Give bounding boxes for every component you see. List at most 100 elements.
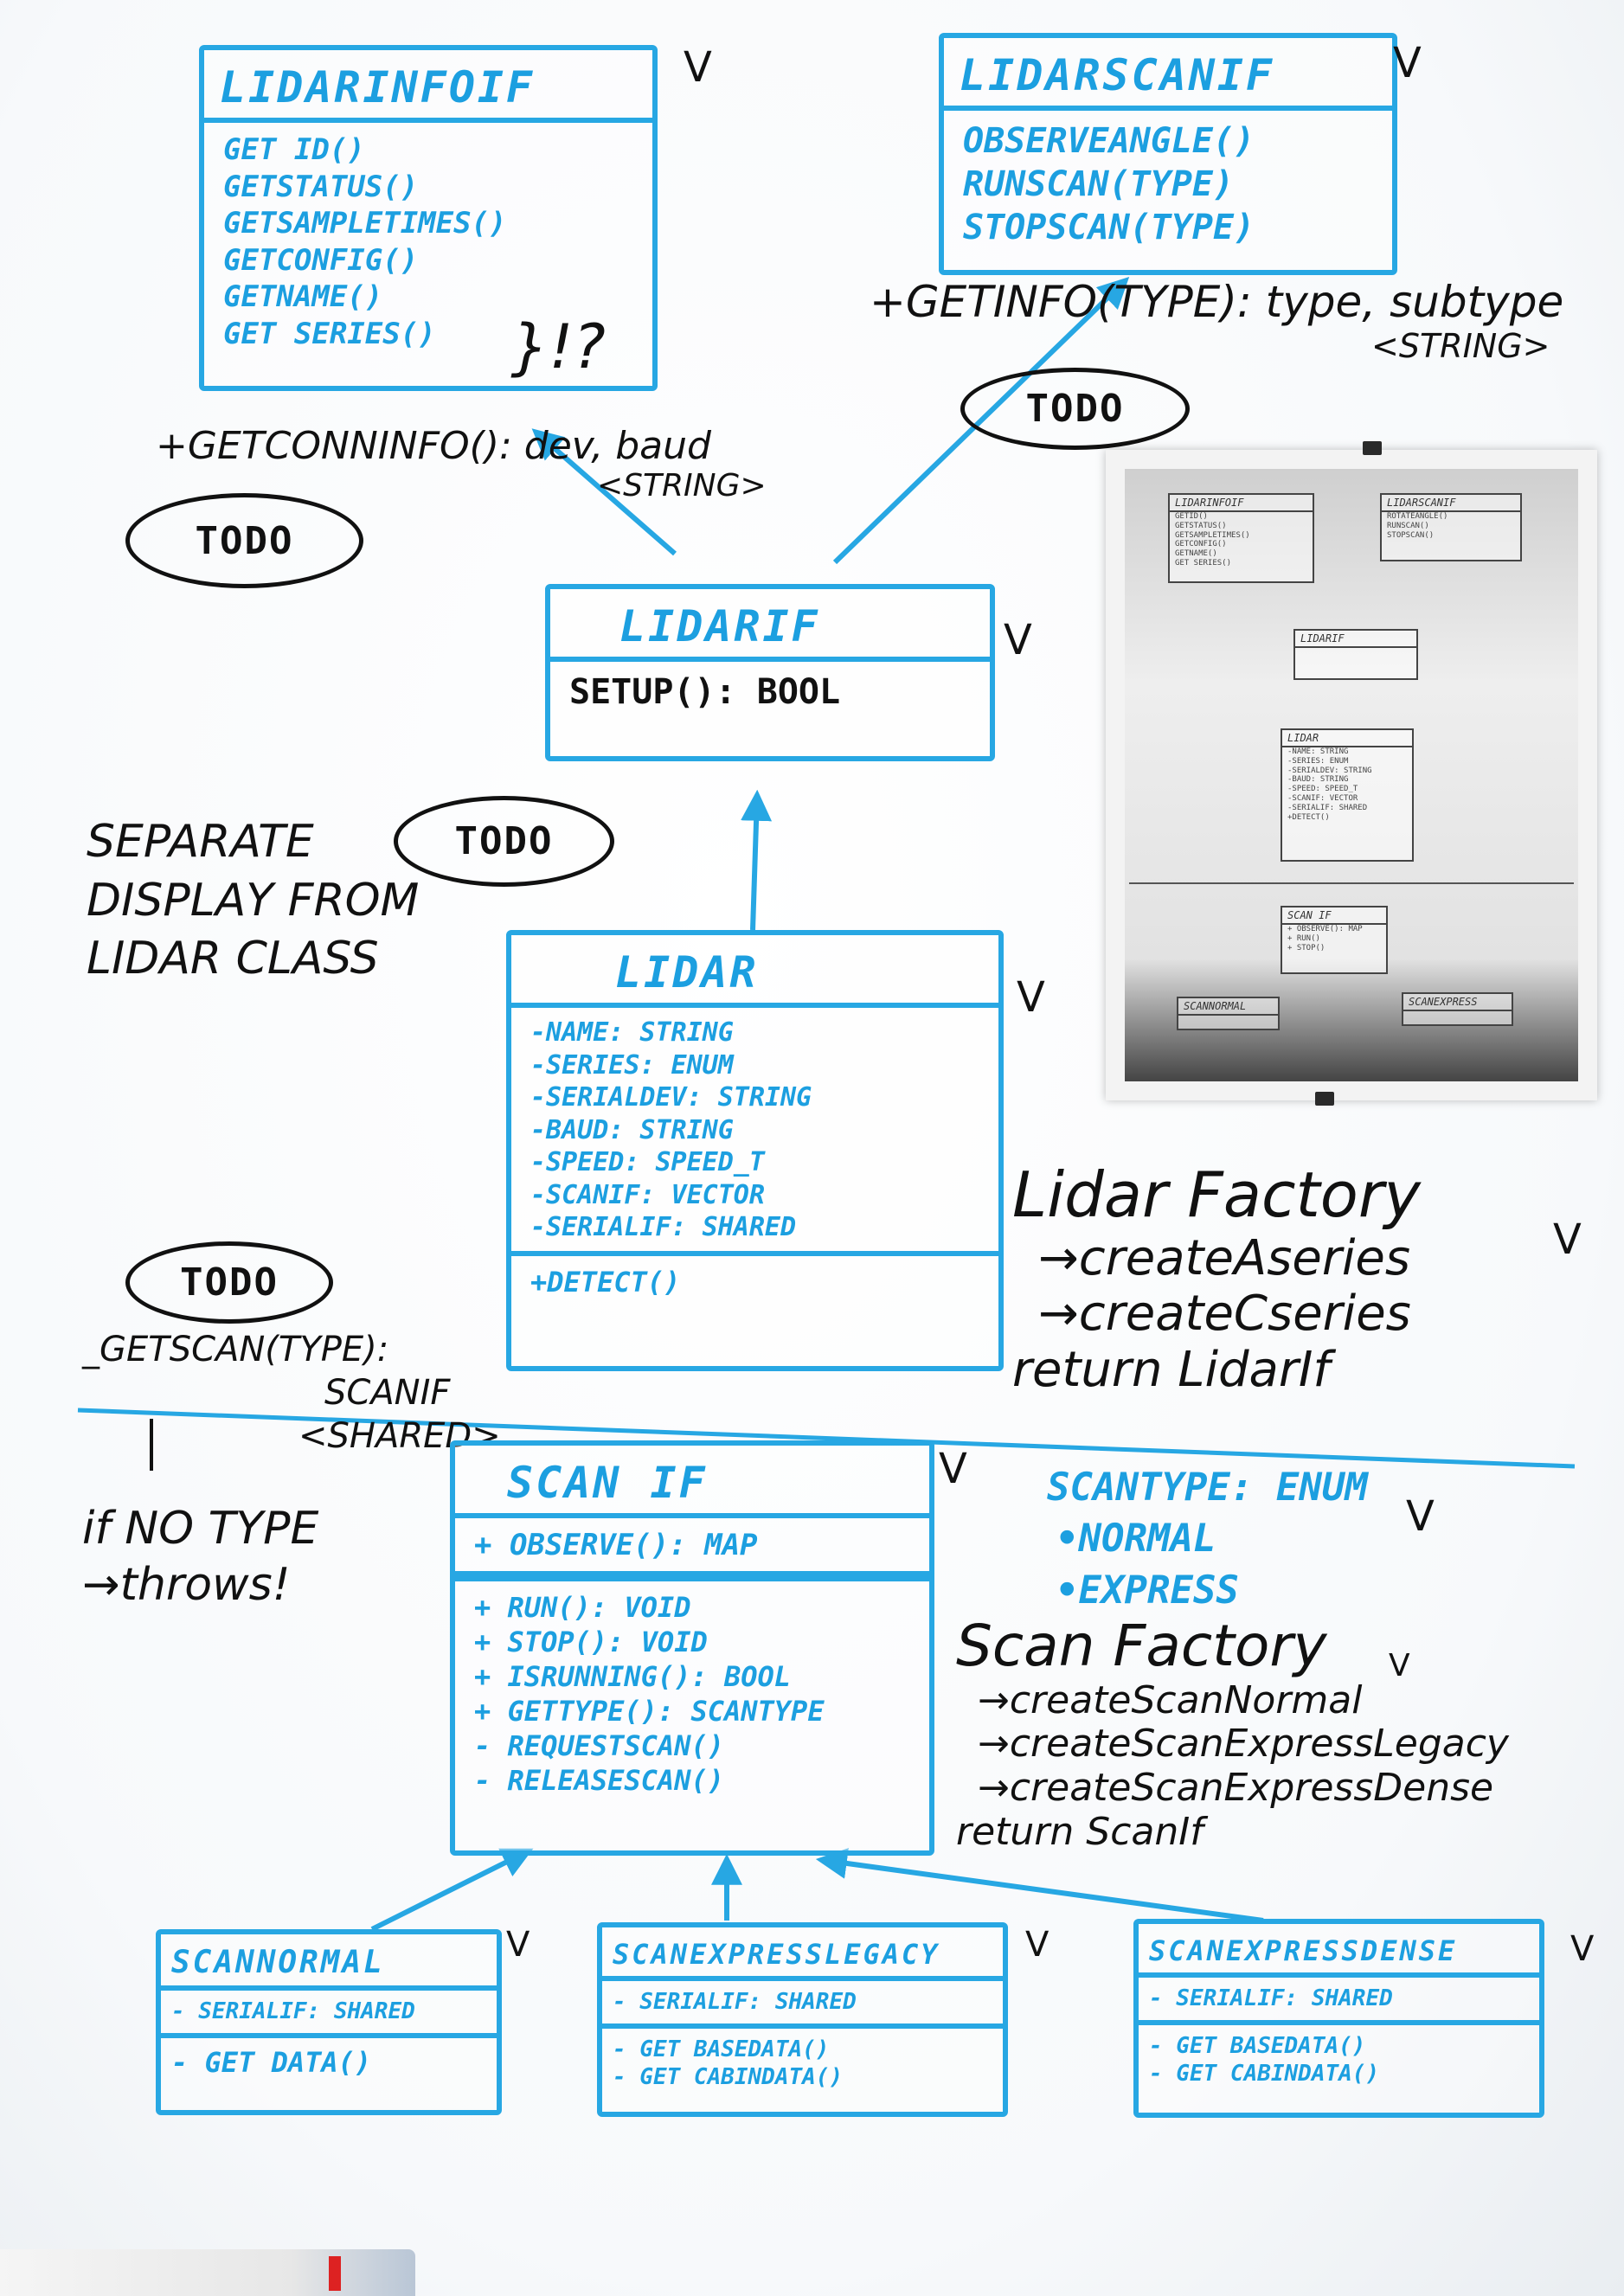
photo-mini-row: -SCANIF: VECTOR	[1287, 793, 1358, 803]
photo-mini-row: GETID()	[1175, 512, 1208, 521]
todo-bubble: TODO	[125, 1241, 333, 1324]
getinfo-note: +GETINFO(TYPE): type, subtype <STRING>	[870, 277, 1563, 365]
arrow-lidar-to-lidarif	[741, 789, 773, 931]
separate-line1: SEPARATE	[87, 816, 314, 868]
photo-mini-row: + STOP()	[1287, 943, 1326, 952]
photo-mini-row: -SPEED: SPEED_T	[1287, 785, 1358, 794]
scanexpresslegacy-method: - GET CABINDATA()	[613, 2064, 844, 2090]
lidarinfoif-method: GETNAME()	[223, 279, 383, 314]
separate-line3: LIDAR CLASS	[87, 933, 379, 985]
arrow-lidarif-to-lidarinfoif	[531, 428, 677, 556]
magnet	[1363, 441, 1382, 455]
scanexpresslegacy-box: SCANEXPRESSLEGACY - SERIALIF: SHARED - G…	[597, 1922, 1008, 2117]
magnet	[1315, 1092, 1334, 1106]
scantype-item: •NORMAL	[1056, 1517, 1216, 1562]
separate-line2: DISPLAY FROM	[87, 874, 420, 927]
check-mark: V	[1553, 1215, 1582, 1264]
lidarinfoif-method: GETSTATUS()	[223, 169, 419, 204]
photo-mini-row: GETSAMPLETIMES()	[1175, 530, 1250, 540]
photo-mini-title: SCANNORMAL	[1178, 998, 1278, 1016]
scanexpresslegacy-fields: - SERIALIF: SHARED	[602, 1981, 1003, 2023]
getscan-line3: <SHARED>	[298, 1416, 501, 1456]
lidar-field: -SCANIF: VECTOR	[530, 1179, 765, 1210]
scan-factory-title: Scan Factory	[956, 1613, 1327, 1679]
lidar-field: -SERIALIF: SHARED	[530, 1212, 797, 1242]
lidarinfoif-box: LIDARINFOIF GET ID() GETSTATUS() GETSAMP…	[199, 45, 658, 391]
photo-mini-row: -SERIES: ENUM	[1287, 756, 1349, 766]
getconninfo-line1: +GETCONNINFO(): dev, baud	[156, 424, 711, 468]
scan-factory-item: →createScanNormal	[978, 1677, 1363, 1722]
check-mark: V	[939, 1445, 967, 1493]
scanexpresslegacy-methods: - GET BASEDATA() - GET CABINDATA()	[602, 2023, 1003, 2099]
scanif-method: - RELEASESCAN()	[474, 1763, 724, 1797]
photo-mini-row: -SERIALDEV: STRING	[1287, 766, 1372, 775]
notype-note: if NO TYPE →throws!	[82, 1501, 318, 1613]
scanif-method: - REQUESTSCAN()	[474, 1728, 724, 1762]
photo-mini-row: ROTATEANGLE()	[1387, 512, 1448, 521]
photo-mini-row: +DETECT()	[1287, 812, 1330, 822]
photo-separator	[1129, 882, 1574, 884]
scannormal-fields: - SERIALIF: SHARED	[161, 1991, 497, 2033]
scanif-field: + OBSERVE(): MAP	[474, 1528, 758, 1562]
scanif-method: + ISRUNNING(): BOOL	[474, 1659, 792, 1693]
photo-mini-box: LIDARSCANIF ROTATEANGLE() RUNSCAN() STOP…	[1380, 493, 1522, 561]
scannormal-box: SCANNORMAL - SERIALIF: SHARED - GET DATA…	[156, 1929, 502, 2115]
getscan-line1: _GETSCAN(TYPE):	[82, 1330, 389, 1369]
lidar-factory-title: Lidar Factory	[1012, 1158, 1422, 1231]
scanif-title: SCAN IF	[455, 1446, 929, 1518]
photo-mini-title: SCANEXPRESS	[1403, 994, 1512, 1011]
lidarscanif-method: RUNSCAN(TYPE)	[963, 164, 1235, 204]
photo-mini-box: SCANNORMAL	[1177, 997, 1280, 1030]
getscan-note: _GETSCAN(TYPE): SCANIF <SHARED>	[82, 1328, 501, 1458]
check-mark: V	[1389, 1648, 1410, 1684]
scan-factory-item: →createScanExpressLegacy	[978, 1722, 1509, 1767]
photo-mini-row: GETSTATUS()	[1175, 521, 1227, 530]
scan-factory-item: →createScanExpressDense	[978, 1766, 1494, 1811]
lidarscanif-title: LIDARSCANIF	[944, 38, 1392, 111]
lidar-fields: -NAME: STRING -SERIES: ENUM -SERIALDEV: …	[511, 1008, 998, 1251]
lidar-method: +DETECT()	[530, 1265, 681, 1299]
photo-mini-row: RUNSCAN()	[1387, 521, 1429, 530]
scanif-method: + STOP(): VOID	[474, 1625, 708, 1658]
check-mark: V	[1406, 1492, 1435, 1541]
scanexpressdense-method: - GET CABINDATA()	[1149, 2061, 1380, 2087]
lidarinfoif-title: LIDARINFOIF	[204, 50, 652, 123]
lidar-factory-return: return LidarIf	[1012, 1341, 1331, 1398]
notype-line2: →throws!	[82, 1559, 291, 1611]
lidar-factory-item: →createCseries	[1038, 1286, 1411, 1343]
scanexpressdense-field: - SERIALIF: SHARED	[1149, 1985, 1393, 2011]
getscan-line2: SCANIF	[324, 1373, 451, 1413]
photo-mini-row: -SERIALIF: SHARED	[1287, 803, 1368, 812]
whiteboard-marker	[0, 2249, 415, 2296]
todo-bubble: TODO	[125, 493, 363, 588]
lidar-methods: +DETECT()	[511, 1250, 998, 1306]
scanexpressdense-methods: - GET BASEDATA() - GET CABINDATA()	[1139, 2019, 1539, 2095]
scantype-title: SCANTYPE: ENUM	[1047, 1465, 1368, 1510]
scannormal-title: SCANNORMAL	[161, 1934, 497, 1991]
lidar-field: -SPEED: SPEED_T	[530, 1147, 765, 1177]
photo-mini-row: GETCONFIG()	[1175, 540, 1227, 549]
pinned-photo-image: LIDARINFOIF GETID() GETSTATUS() GETSAMPL…	[1125, 469, 1578, 1081]
separator-line	[77, 1408, 1576, 1469]
lidarif-title: LIDARIF	[550, 589, 990, 662]
lidarscanif-box: LIDARSCANIF OBSERVEANGLE() RUNSCAN(TYPE)…	[939, 33, 1397, 275]
arrow-scanexpressdense-to-scanif	[815, 1848, 1264, 1923]
photo-mini-title: LIDARSCANIF	[1382, 495, 1520, 512]
photo-mini-box: LIDAR -NAME: STRING -SERIES: ENUM -SERIA…	[1281, 728, 1414, 862]
check-mark: V	[1570, 1929, 1595, 1969]
photo-mini-box: LIDARINFOIF GETID() GETSTATUS() GETSAMPL…	[1168, 493, 1314, 583]
scanif-method: + GETTYPE(): SCANTYPE	[474, 1694, 825, 1728]
check-mark: V	[1025, 1925, 1050, 1965]
lidarif-box: LIDARIF SETUP(): BOOL	[545, 584, 995, 761]
photo-mini-title: LIDARIF	[1295, 631, 1416, 648]
getinfo-line1: +GETINFO(TYPE): type, subtype	[870, 277, 1564, 327]
scan-factory-return: return ScanIf	[956, 1809, 1204, 1854]
getconninfo-line2: <STRING>	[597, 468, 767, 503]
lidarinfoif-method: GETCONFIG()	[223, 242, 419, 278]
lidar-field: -BAUD: STRING	[530, 1114, 734, 1145]
lidarinfoif-method: GETSAMPLETIMES()	[223, 206, 507, 241]
todo-bubble: TODO	[960, 368, 1190, 450]
photo-mini-box: SCAN IF + OBSERVE(): MAP + RUN() + STOP(…	[1281, 906, 1388, 974]
